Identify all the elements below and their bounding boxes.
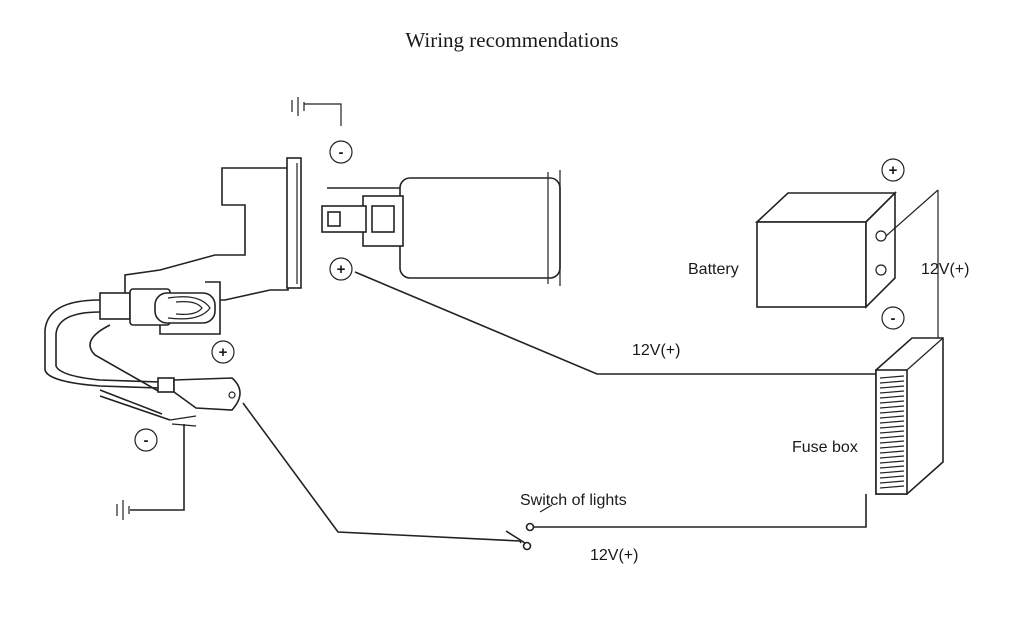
wires: [44, 271, 876, 544]
fuse-slot: [879, 375, 905, 379]
relay-unit: [321, 170, 561, 286]
fuse-slot: [879, 435, 905, 439]
fuse-slot: [879, 460, 905, 464]
polarity-minus-relay: -: [329, 140, 353, 164]
fuse-slot: [879, 415, 905, 419]
fuse-slot: [879, 410, 905, 414]
battery-icon: [754, 189, 939, 430]
lamp-voltage-label: 12V(+): [632, 342, 680, 359]
fuse-slot: [879, 380, 905, 384]
ground-symbol-bottom: [116, 500, 130, 520]
fuse-slot: [879, 440, 905, 444]
battery-voltage-label: 12V(+): [921, 261, 969, 278]
fuse-slot: [879, 385, 905, 389]
fuse-slot: [879, 465, 905, 469]
bulb-socket: [99, 288, 216, 326]
fuse-slot: [879, 420, 905, 424]
fuse-slot: [879, 450, 905, 454]
fuse-slot: [879, 445, 905, 449]
polarity-plus-relay: +: [329, 257, 353, 281]
polarity-plus-relay-text: +: [337, 261, 346, 278]
battery-label: Battery: [688, 261, 739, 278]
polarity-minus-ground: -: [134, 428, 158, 452]
fuse-slot: [879, 390, 905, 394]
fuse-slot: [879, 475, 905, 479]
polarity-plus-connector-text: +: [219, 344, 228, 361]
fuse-slot: [879, 430, 905, 434]
polarity-minus-battery-text: -: [891, 310, 896, 327]
polarity-minus-ground-text: -: [144, 432, 149, 449]
fuse-slot: [879, 395, 905, 399]
ground-symbol-top: [291, 97, 342, 126]
fuse-slot: [879, 400, 905, 404]
fuse-box-icon: [875, 337, 944, 495]
fuse-slot: [879, 455, 905, 459]
fuse-slot: [879, 480, 905, 484]
switch-voltage-label: 12V(+): [590, 547, 638, 564]
polarity-minus-battery: -: [881, 306, 905, 330]
fuse-slot: [879, 470, 905, 474]
fuse-slot: [879, 405, 905, 409]
polarity-plus-battery-text: +: [889, 162, 898, 179]
fuse-box-label: Fuse box: [792, 439, 858, 456]
fuse-slot: [879, 425, 905, 429]
polarity-plus-battery: +: [881, 158, 905, 182]
polarity-minus-relay-text: -: [339, 144, 344, 161]
light-switch-icon: [505, 504, 553, 551]
switch-label: Switch of lights: [520, 492, 627, 509]
polarity-plus-connector: +: [211, 340, 235, 364]
fuse-slot: [879, 485, 905, 489]
diagram-title: Wiring recommendations: [405, 28, 619, 52]
